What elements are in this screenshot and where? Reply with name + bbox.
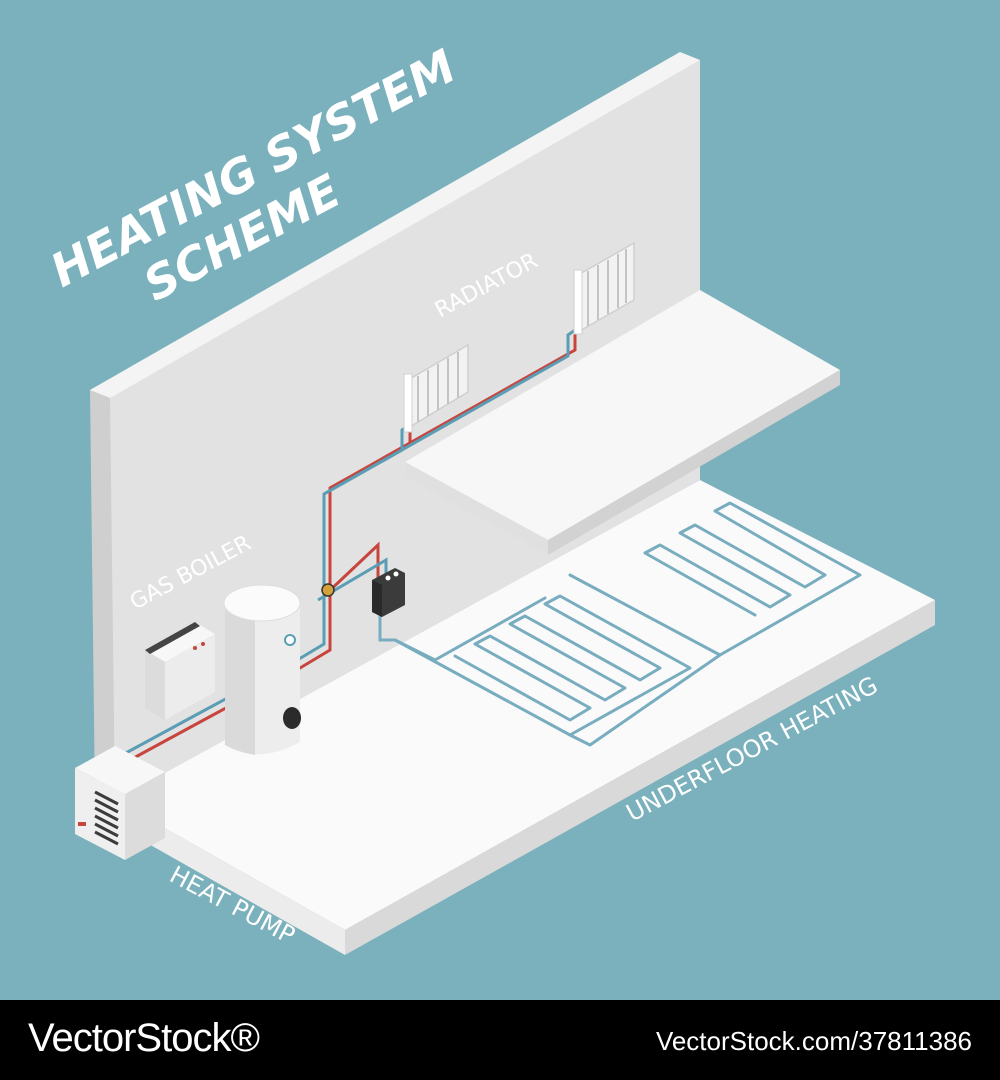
heating-system-illustration: HEATING SYSTEM SCHEME RADIATOR GAS BOILE… — [42, 39, 935, 955]
watermark-footer: VectorStock® VectorStock.com/37811386 — [0, 1000, 1000, 1080]
gas-boiler — [145, 622, 215, 720]
diagram-stage: HEATING SYSTEM SCHEME RADIATOR GAS BOILE… — [41, 38, 935, 955]
vectorstock-brand: VectorStock® — [28, 1016, 260, 1060]
underfloor-coils — [393, 501, 862, 747]
heat-pump-unit — [75, 746, 165, 860]
upper-slab — [405, 290, 840, 555]
radiator-left — [403, 343, 469, 433]
manifold-control-box — [372, 568, 405, 617]
water-tank — [223, 584, 301, 755]
floor-slab — [115, 480, 935, 955]
stock-id: VectorStock.com/37811386 — [655, 1026, 972, 1056]
valve — [321, 583, 335, 597]
radiator-right — [573, 241, 635, 335]
